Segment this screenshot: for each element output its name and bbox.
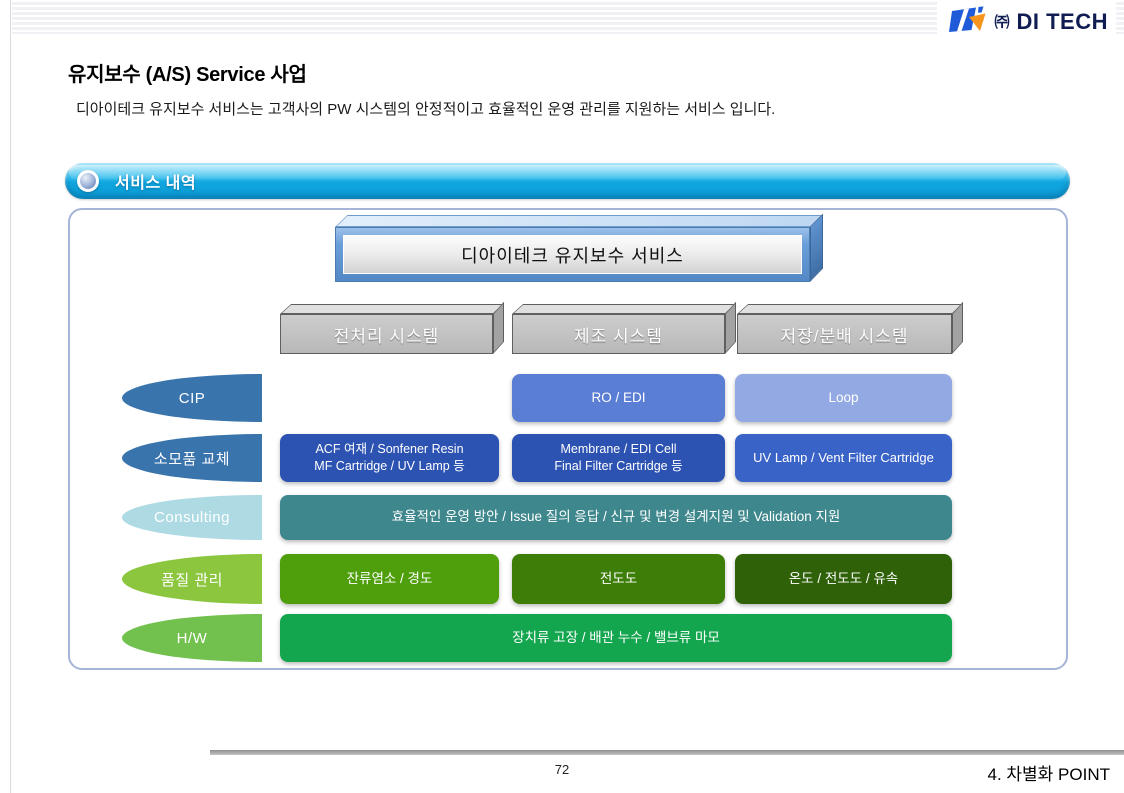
cell-consumables-storage: UV Lamp / Vent Filter Cartridge xyxy=(735,434,952,482)
cell-ro-edi: RO / EDI xyxy=(512,374,725,422)
logo-company-name: DI TECH xyxy=(1016,8,1108,34)
column-header-label: 저장/분배 시스템 xyxy=(737,314,952,354)
row-label-hw: H/W xyxy=(122,614,262,662)
service-diagram-panel: 디아이테크 유지보수 서비스 전처리 시스템 제조 시스템 저장/분배 시스템 … xyxy=(68,208,1068,670)
page-number: 72 xyxy=(554,762,570,777)
row-label-quality: 품질 관리 xyxy=(122,554,262,604)
column-header-production: 제조 시스템 xyxy=(512,301,737,354)
column-box-top-face xyxy=(737,304,964,314)
cell-consulting: 효율적인 운영 방안 / Issue 질의 응답 / 신규 및 변경 설계지원 … xyxy=(280,495,952,540)
cell-consumables-pretreatment: ACF 여재 / Sonfener Resin MF Cartridge / U… xyxy=(280,434,499,482)
ditech-logo-icon xyxy=(949,5,987,38)
column-box-top-face xyxy=(280,304,505,314)
cell-line: MF Cartridge / UV Lamp 등 xyxy=(314,459,465,473)
section-banner: 서비스 내역 xyxy=(65,163,1070,199)
left-edge-line xyxy=(10,0,11,793)
cell-quality-storage: 온도 / 전도도 / 유속 xyxy=(735,554,952,604)
root-service-box: 디아이테크 유지보수 서비스 xyxy=(335,213,823,282)
column-header-pretreatment: 전처리 시스템 xyxy=(280,301,505,354)
cell-line: ACF 여재 / Sonfener Resin xyxy=(315,442,464,457)
row-label-consumables: 소모품 교체 xyxy=(122,434,262,482)
logo-company-prefix: ㈜ xyxy=(994,14,1010,31)
banner-bullet-icon xyxy=(77,170,99,192)
cell-line: Final Filter Cartridge 등 xyxy=(554,459,683,473)
page-title: 유지보수 (A/S) Service 사업 xyxy=(68,64,307,86)
root-box-label: 디아이테크 유지보수 서비스 xyxy=(343,235,802,274)
footer-divider xyxy=(210,750,1124,755)
root-box-side-face xyxy=(810,213,823,282)
column-box-top-face xyxy=(512,304,737,314)
section-banner-label: 서비스 내역 xyxy=(115,175,197,192)
column-header-label: 제조 시스템 xyxy=(512,314,725,354)
cell-loop: Loop xyxy=(735,374,952,422)
cell-line: Membrane / EDI Cell xyxy=(560,442,677,457)
page-subtitle: 디아이테크 유지보수 서비스는 고객사의 PW 시스템의 안정적이고 효율적인 … xyxy=(76,101,776,118)
row-label-cip: CIP xyxy=(122,374,262,422)
footer-section-label: 4. 차별화 POINT xyxy=(987,765,1111,784)
root-box-front-face: 디아이테크 유지보수 서비스 xyxy=(335,227,810,282)
cell-consumables-production: Membrane / EDI Cell Final Filter Cartrid… xyxy=(512,434,725,482)
cell-hardware: 장치류 고장 / 배관 누수 / 밸브류 마모 xyxy=(280,614,952,662)
root-box-top-face xyxy=(335,215,823,227)
cell-quality-production: 전도도 xyxy=(512,554,725,604)
column-header-storage-distribution: 저장/분배 시스템 xyxy=(737,301,964,354)
cell-quality-pretreatment: 잔류염소 / 경도 xyxy=(280,554,499,604)
row-label-consulting: Consulting xyxy=(122,495,262,540)
column-header-label: 전처리 시스템 xyxy=(280,314,493,354)
company-logo: ㈜ DI TECH xyxy=(937,2,1116,43)
